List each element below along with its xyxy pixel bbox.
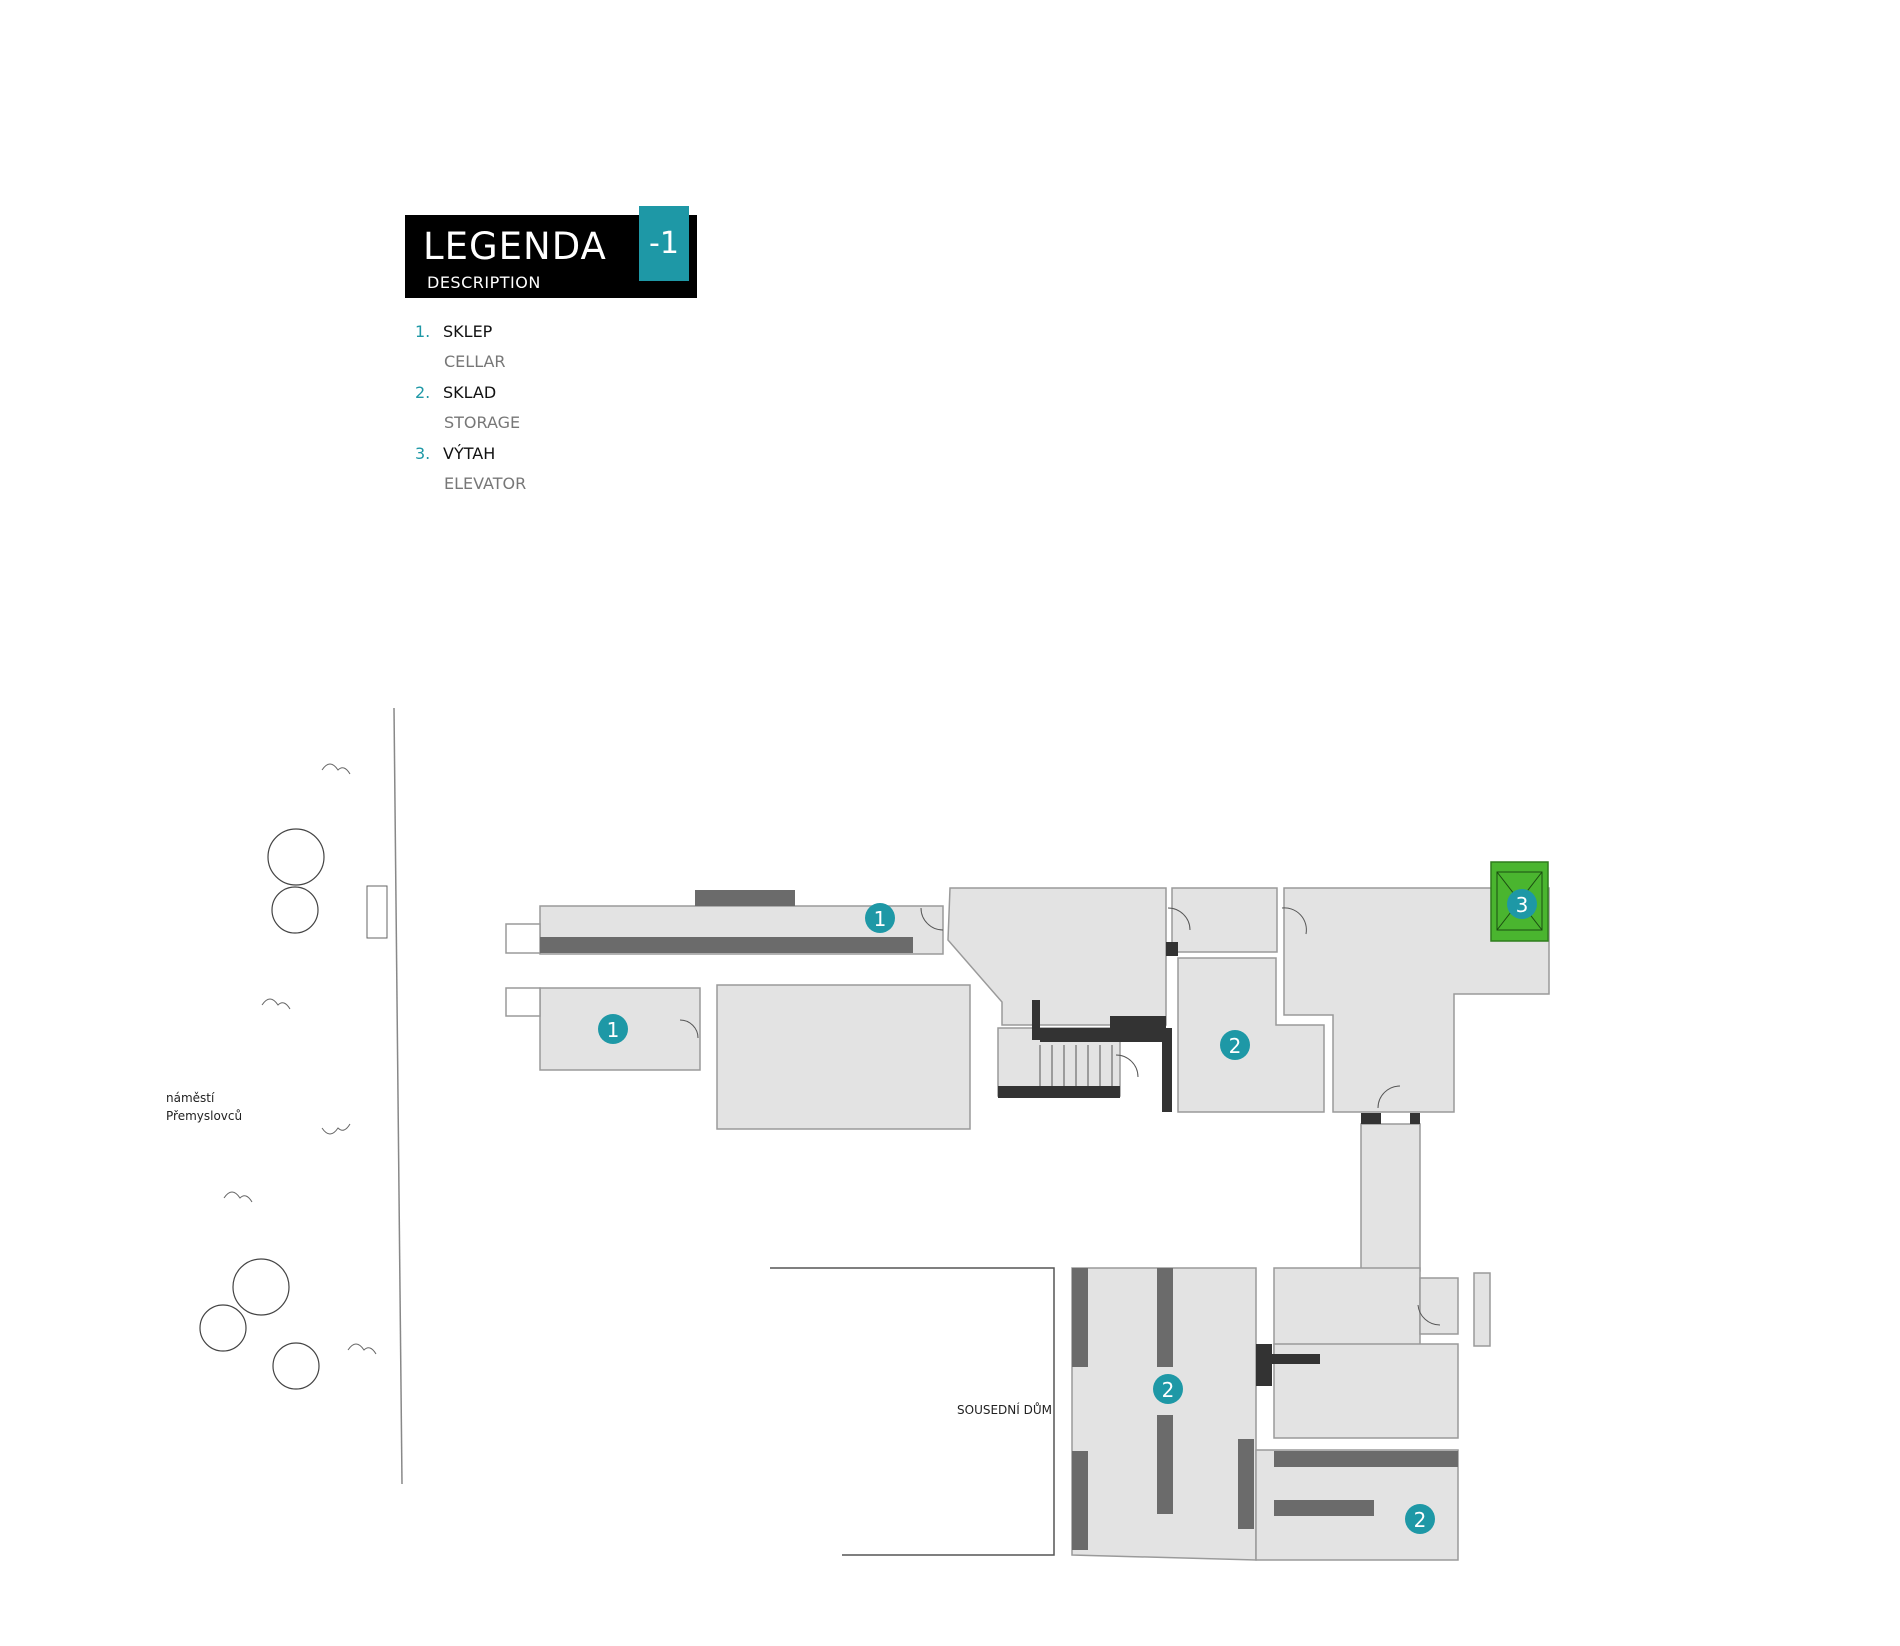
legend-title: LEGENDA — [423, 225, 607, 268]
trees — [199, 828, 325, 1390]
wall — [1410, 1113, 1420, 1124]
room-hall[interactable] — [947, 887, 1167, 1026]
room-small-right[interactable] — [1419, 1277, 1459, 1335]
wall — [1270, 1354, 1320, 1364]
marker-label: 1 — [874, 907, 887, 931]
marker-storage-lower — [1153, 1374, 1183, 1404]
room-annex[interactable] — [1473, 1272, 1491, 1347]
marker-label: 2 — [1229, 1034, 1242, 1058]
square-label-1: náměstí — [166, 1091, 215, 1105]
legend-item-elevator: 3. VÝTAH — [415, 444, 495, 463]
legend-item-cz: VÝTAH — [443, 444, 496, 463]
door-swings — [679, 907, 1441, 1326]
bird-icon — [223, 1191, 253, 1203]
room-storage-upper[interactable] — [1177, 957, 1325, 1113]
marker-label: 2 — [1414, 1508, 1427, 1532]
legend-item-cz: SKLEP — [443, 322, 493, 341]
neighbor-building — [770, 1267, 1055, 1556]
legend-item-number: 3. — [415, 444, 431, 463]
marker-elevator — [1507, 889, 1537, 919]
tree-icon — [271, 886, 319, 934]
shelf — [1157, 1268, 1173, 1367]
bird-icon — [261, 998, 291, 1010]
room-lower-hall[interactable] — [1273, 1267, 1421, 1356]
tree-icon — [199, 1304, 247, 1352]
elevator-cabin — [1496, 871, 1543, 931]
legend-item-en: ELEVATOR — [444, 474, 527, 493]
birds — [223, 763, 377, 1355]
legend-subtitle: DESCRIPTION — [427, 273, 541, 292]
shelf — [1072, 1268, 1088, 1367]
tree-icon — [267, 828, 325, 886]
shelf — [1072, 1451, 1088, 1550]
shelf — [1274, 1500, 1374, 1516]
tree-icon — [272, 1342, 320, 1390]
room-large[interactable] — [716, 984, 971, 1130]
neighbor-label: SOUSEDNÍ DŮM — [957, 1402, 1052, 1417]
wall — [1361, 1113, 1381, 1124]
bird-icon — [347, 1343, 377, 1355]
shelf — [695, 890, 795, 906]
marker-label: 1 — [607, 1018, 620, 1042]
room-right-large[interactable] — [1283, 887, 1550, 1113]
legend-item-cz: SKLAD — [443, 383, 497, 402]
bench-icon — [366, 885, 388, 939]
room-notch — [505, 987, 541, 1017]
wall — [1032, 1000, 1172, 1112]
street-edge — [393, 707, 403, 1485]
legend-item-number: 2. — [415, 383, 431, 402]
shelf — [540, 937, 913, 953]
marker-cellar-lower — [598, 1014, 628, 1044]
marker-storage-bottom — [1405, 1504, 1435, 1534]
shelf — [1157, 1415, 1173, 1514]
stair-treads — [1039, 1045, 1113, 1086]
legend-item-en: CELLAR — [444, 352, 506, 371]
legend-item-number: 1. — [415, 322, 431, 341]
marker-label: 3 — [1516, 893, 1529, 917]
tree-icon — [232, 1258, 290, 1316]
room-small-top[interactable] — [1171, 887, 1278, 953]
wall — [1256, 1344, 1272, 1386]
marker-group: 1 1 2 2 2 3 — [598, 889, 1537, 1534]
legend-item-storage: 2. SKLAD — [415, 383, 496, 402]
bird-icon — [321, 1123, 351, 1135]
floor-badge: -1 — [639, 206, 689, 281]
marker-label: 2 — [1162, 1378, 1175, 1402]
legend-item-en: STORAGE — [444, 413, 521, 432]
marker-storage-upper — [1220, 1030, 1250, 1060]
square-label-2: Přemyslovců — [166, 1109, 242, 1123]
legend-item-cellar: 1. SKLEP — [415, 322, 492, 341]
wall — [1166, 942, 1178, 956]
room-corridor[interactable] — [1360, 1123, 1421, 1272]
marker-cellar-upper — [865, 903, 895, 933]
wall — [998, 1086, 1120, 1098]
bird-icon — [321, 763, 351, 775]
room-notch — [505, 923, 541, 954]
shelf — [1274, 1451, 1458, 1467]
shelf — [1238, 1439, 1254, 1529]
